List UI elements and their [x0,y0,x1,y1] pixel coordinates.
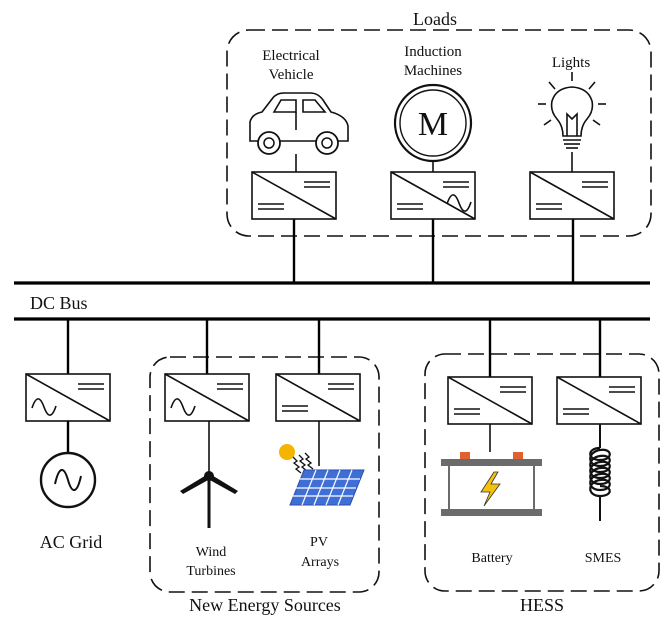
pv-converter-icon [275,373,361,422]
pv-label-line1: PV [310,535,328,550]
new-energy-group [149,356,380,593]
loads-title: Loads [413,9,457,29]
ac-source-icon [39,451,97,509]
coil-icon [589,424,611,521]
im-label-line2: Machines [404,63,462,79]
lights-converter-icon [529,171,615,220]
ev-label-line2: Vehicle [269,67,314,83]
wind-converter-icon [164,373,250,422]
motor-letter: M [418,106,448,143]
new-energy-title: New Energy Sources [189,595,341,615]
sun-icon [279,444,314,474]
dc-bus-label: DC Bus [30,293,88,313]
hess-group [424,353,660,592]
battery-label: Battery [471,551,512,566]
im-converter-icon [390,171,476,220]
pv-panel-icon [289,469,365,506]
motor-icon: M [393,83,473,172]
ac-grid-label: AC Grid [40,532,103,552]
lightbulb-icon [538,72,606,172]
battery-icon [441,452,542,516]
im-label-line1: Induction [404,44,462,60]
ev-converter-icon [251,171,337,220]
car-icon [249,92,349,172]
lights-label: Lights [552,55,590,71]
wind-label-line2: Turbines [186,564,235,579]
ev-label-line1: Electrical [262,48,319,64]
pv-label-line2: Arrays [301,555,339,570]
smes-converter-icon [556,376,642,425]
wind-turbine-icon [180,421,238,528]
smes-label: SMES [585,551,622,566]
wind-label-line1: Wind [196,545,227,560]
battery-converter-icon [447,376,533,425]
loads-group [226,29,652,237]
ac-grid-converter-icon [25,373,111,422]
hess-title: HESS [520,595,564,615]
